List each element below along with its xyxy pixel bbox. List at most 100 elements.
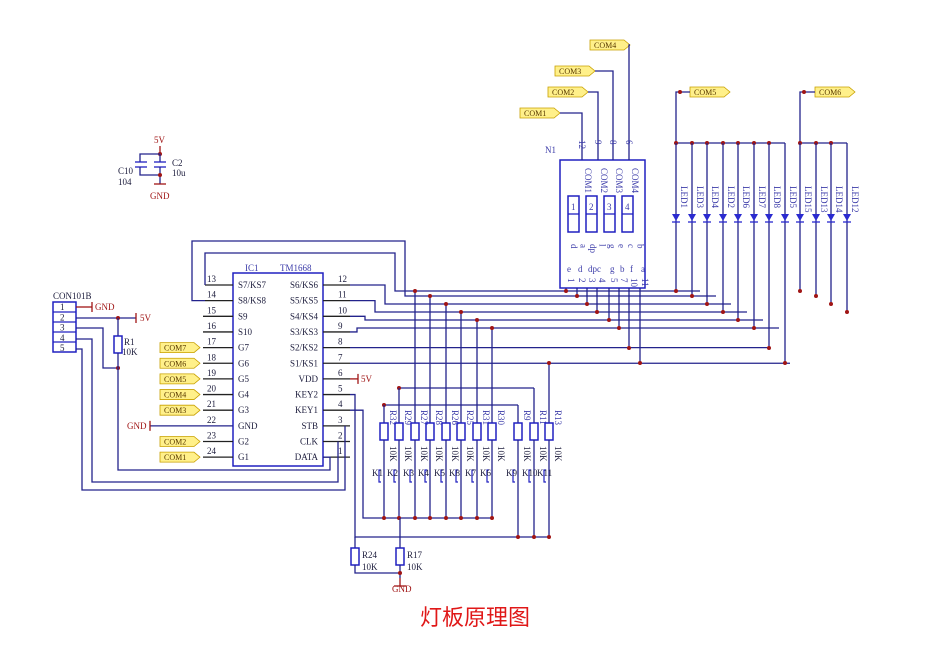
ic-pin-number: 2 [338, 431, 343, 441]
junction-dot [475, 516, 479, 520]
wire [76, 338, 339, 483]
ic-pin-name: CLK [300, 437, 319, 447]
led-icon [796, 214, 804, 221]
digit-number: 3 [607, 202, 612, 212]
display-pin-number: 7 [619, 278, 629, 283]
com-tag-com5: COM5 [694, 88, 716, 97]
ic-pin-number: 6 [338, 368, 343, 378]
display-pin-segment: b [620, 264, 625, 274]
junction-dot [705, 302, 709, 306]
vcc-label: 5V [154, 135, 166, 145]
ic-pin-name: S5/KS5 [290, 296, 319, 306]
junction-dot [829, 302, 833, 306]
junction-dot [814, 294, 818, 298]
wire [350, 327, 779, 333]
ic-pin-number: 8 [338, 337, 343, 347]
led-icon [703, 214, 711, 221]
display-pin-number: 2 [577, 278, 587, 283]
display-pin-number: 6 [624, 140, 634, 145]
led-label: LED3 [695, 186, 705, 208]
led-label: LED8 [772, 186, 782, 208]
ic-pin-name: S9 [238, 311, 248, 321]
com-tag-com3: COM3 [164, 406, 186, 415]
ic-pin-number: 15 [207, 305, 217, 315]
wire [117, 353, 331, 471]
com-tag-com4-shape [589, 39, 631, 51]
vdd-label: 5V [361, 374, 373, 384]
junction-dot [678, 90, 682, 94]
com-tag-com4: COM4 [164, 391, 186, 400]
key-switch-label: K10 [522, 468, 538, 478]
junction-dot [490, 516, 494, 520]
segment-label: dp [588, 244, 598, 254]
junction-dot [428, 294, 432, 298]
junction-dot [585, 302, 589, 306]
com-tag-com1: COM1 [164, 453, 186, 462]
key-switch-label: K1 [372, 468, 383, 478]
junction-dot [459, 516, 463, 520]
ic-pin-name: S2/KS2 [290, 343, 318, 353]
key-resistor-value: 10K [465, 446, 475, 462]
display-common-label: COM4 [630, 168, 640, 194]
led-icon [843, 214, 851, 221]
pullup-value: 10K [407, 562, 423, 572]
junction-dot [627, 346, 631, 350]
ic-pin-number: 23 [207, 431, 217, 441]
junction-dot [783, 361, 787, 365]
junction-dot [475, 318, 479, 322]
wire [350, 299, 747, 313]
ic-pin-number: 10 [338, 305, 348, 315]
key-resistor-value: 10K [522, 446, 532, 462]
ic-pin-name: G3 [238, 405, 249, 415]
key-resistor-r9 [513, 422, 523, 441]
ic-pin-name: G7 [238, 343, 249, 353]
cap-c10-ref: C10 [118, 166, 134, 176]
display-body [559, 159, 646, 289]
wire [588, 91, 599, 160]
display-pin-number: 4 [597, 278, 607, 283]
wire [139, 167, 160, 176]
ic-pin-number: 24 [207, 446, 217, 456]
led-icon [812, 214, 820, 221]
com-tag-com5: COM5 [164, 375, 186, 384]
key-switch-icon [393, 469, 396, 483]
ic-pin-number: 14 [207, 290, 217, 300]
cap-c2-value: 10u [172, 168, 186, 178]
pullup-r17 [395, 547, 405, 566]
key-switch-label: K6 [480, 468, 491, 478]
wire [350, 409, 492, 519]
ic-pin-number: 3 [338, 415, 343, 425]
gnd-label: GND [392, 584, 412, 594]
junction-dot [845, 310, 849, 314]
led-icon [719, 214, 727, 221]
junction-dot [564, 289, 568, 293]
junction-dot [802, 90, 806, 94]
ic-pin-name: KEY2 [295, 390, 318, 400]
ic-pin-name: S8/KS8 [238, 296, 267, 306]
led-icon [688, 214, 696, 221]
ic-pin-name: S6/KS6 [290, 280, 319, 290]
connector-pin-number: 2 [60, 312, 65, 322]
wire [191, 240, 716, 302]
junction-dot [490, 326, 494, 330]
ic-part: TM1668 [280, 263, 312, 273]
key-resistor-label: R26 [450, 410, 460, 426]
junction-dot [798, 289, 802, 293]
ic-pin-number: 5 [338, 384, 343, 394]
ic-pin-name: DATA [295, 452, 319, 462]
com-tag-com4: COM4 [594, 41, 616, 50]
junction-dot [690, 294, 694, 298]
key-resistor-r27 [410, 422, 420, 441]
led-label: LED1 [679, 186, 689, 208]
display-pin-segment: d [578, 264, 583, 274]
key-resistor-r25 [456, 422, 466, 441]
key-switch-icon [455, 469, 458, 483]
key-resistor-r11 [529, 422, 539, 441]
ic-pin-number: 19 [207, 368, 217, 378]
junction-dot [595, 310, 599, 314]
junction-dot [767, 346, 771, 350]
digit-number: 4 [625, 202, 630, 212]
cap-c2-ref: C2 [172, 158, 183, 168]
wire [204, 252, 700, 292]
